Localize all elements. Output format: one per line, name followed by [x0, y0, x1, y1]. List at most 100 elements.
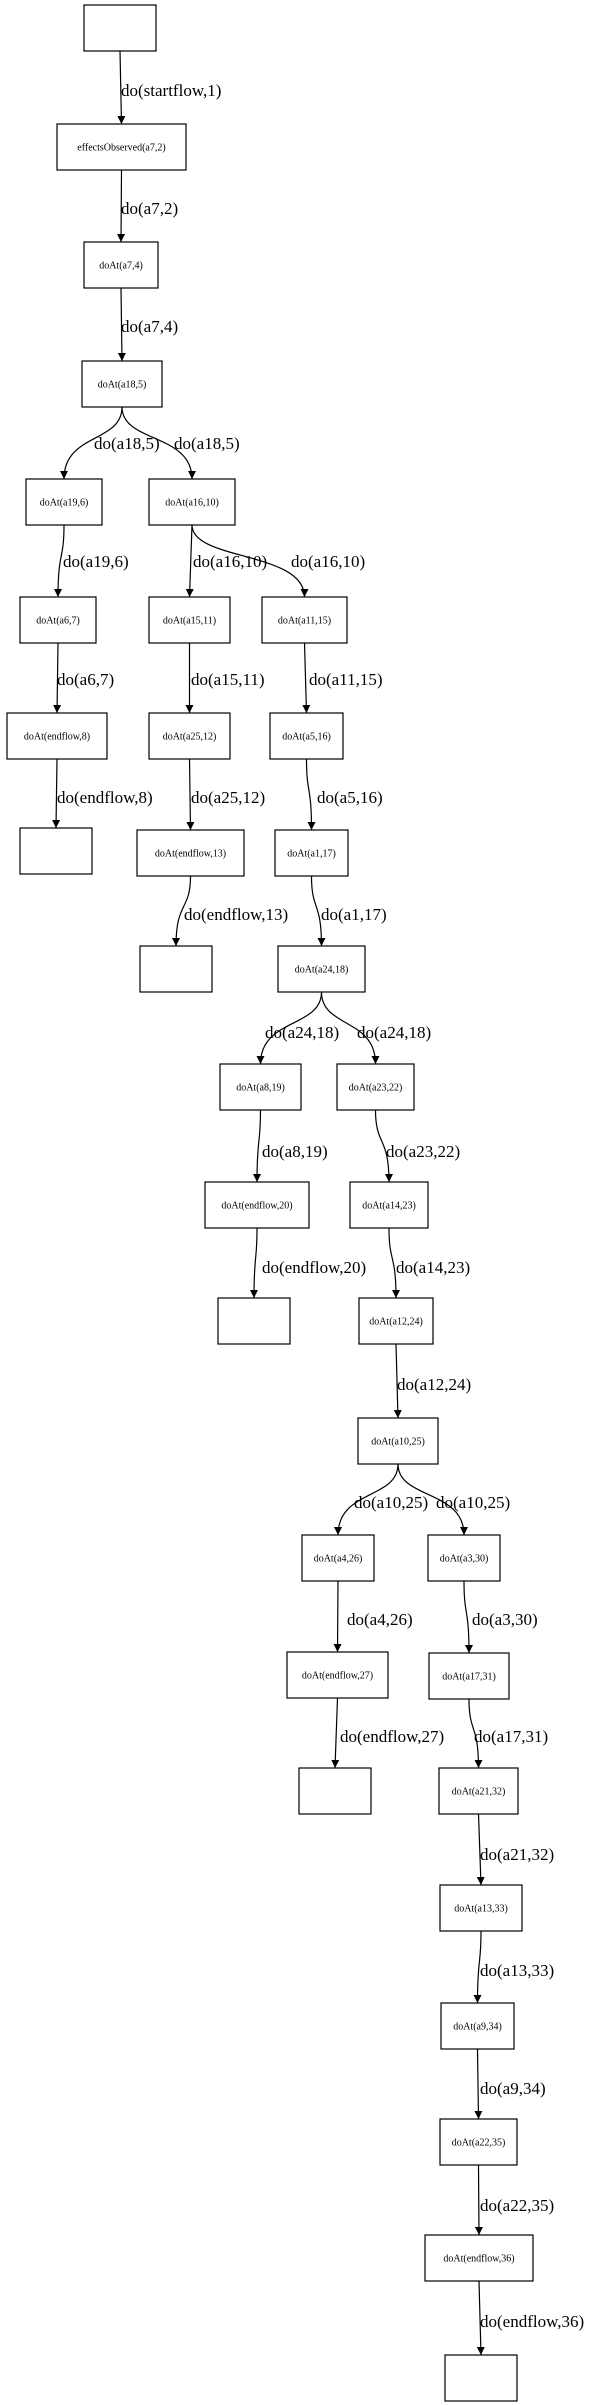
node-box — [349, 1181, 429, 1229]
action-node: doAt(a10,25) — [357, 1417, 439, 1465]
edge-label: do(a9,34) — [480, 2079, 546, 2098]
node-box — [19, 827, 93, 875]
node-box — [301, 1534, 375, 1582]
node-box — [440, 2002, 515, 2050]
edge-label: do(a7,2) — [121, 199, 178, 218]
terminal-node — [217, 1297, 291, 1345]
node-box — [83, 241, 159, 289]
node-box — [148, 596, 231, 644]
action-node: doAt(a4,26) — [301, 1534, 375, 1582]
edge-label: do(a10,25) — [436, 1493, 510, 1512]
edge-label: do(a4,26) — [347, 1610, 413, 1629]
edge-arrow — [333, 1580, 342, 1653]
terminal-node — [444, 2354, 518, 2402]
edge-arrow — [172, 875, 192, 947]
action-node: doAt(a24,18) — [277, 945, 366, 993]
terminal-node — [139, 945, 213, 993]
action-node: doAt(a13,33) — [439, 1884, 523, 1932]
terminal-node — [19, 827, 93, 875]
node-box — [286, 1651, 389, 1699]
action-node: doAt(a11,15) — [261, 596, 348, 644]
node-box — [6, 712, 108, 760]
action-node: doAt(a7,4) — [83, 241, 159, 289]
action-node: doAt(a9,34) — [440, 2002, 515, 2050]
edge-arrow — [476, 2280, 485, 2356]
edge-label: do(a1,17) — [321, 905, 387, 924]
edge-label: do(a19,6) — [63, 552, 129, 571]
node-box — [56, 123, 187, 171]
node-box — [336, 1063, 415, 1111]
action-node: doAt(endflow,8) — [6, 712, 108, 760]
node-label: doAt(a8,19) — [236, 1083, 285, 1094]
edge-arrow — [52, 758, 61, 829]
terminal-node — [83, 4, 157, 52]
edge-arrow — [253, 1109, 262, 1183]
edge-arrow — [320, 991, 380, 1065]
node-label: doAt(a19,6) — [40, 498, 89, 509]
node-box — [439, 2118, 518, 2166]
action-node: doAt(a6,7) — [19, 596, 97, 644]
node-label: doAt(a22,35) — [452, 2138, 506, 2149]
node-box — [438, 1767, 519, 1815]
action-node: doAt(a8,19) — [219, 1063, 302, 1111]
action-node: doAt(a15,11) — [148, 596, 231, 644]
node-label: doAt(a14,23) — [362, 1201, 416, 1212]
edge-arrow — [468, 1698, 483, 1769]
edge-arrow — [117, 287, 126, 362]
edge-arrow — [250, 1227, 259, 1299]
edge-arrow — [374, 1109, 393, 1183]
node-box — [217, 1297, 291, 1345]
edge-arrow — [186, 758, 195, 831]
edge-label: do(a22,35) — [480, 2196, 554, 2215]
edge-arrow — [473, 1930, 482, 2004]
node-box — [261, 596, 348, 644]
edge-label: do(a8,19) — [262, 1142, 328, 1161]
edge-arrow — [331, 1697, 340, 1769]
edge-label: do(a12,24) — [397, 1375, 471, 1394]
edge-label: do(endflow,13) — [184, 905, 288, 924]
node-box — [439, 1884, 523, 1932]
node-box — [277, 945, 366, 993]
node-label: doAt(a12,24) — [369, 1317, 423, 1328]
node-label: doAt(a13,33) — [454, 1904, 508, 1915]
node-box — [83, 4, 157, 52]
action-node: doAt(a14,23) — [349, 1181, 429, 1229]
edge-label: do(a18,5) — [174, 434, 240, 453]
action-node: doAt(a25,12) — [148, 712, 231, 760]
node-box — [428, 1652, 510, 1700]
edge-arrow — [256, 991, 323, 1065]
node-box — [274, 829, 349, 877]
edge-arrow — [476, 1813, 485, 1886]
node-label: effectsObserved(a7,2) — [77, 143, 165, 154]
action-node: doAt(endflow,36) — [424, 2234, 534, 2282]
edge-arrow — [54, 524, 65, 598]
edge-label: do(a25,12) — [191, 788, 265, 807]
terminal-node — [298, 1767, 372, 1815]
node-label: doAt(a17,31) — [442, 1672, 496, 1683]
edge-arrow — [117, 50, 126, 125]
node-label: doAt(a5,16) — [282, 732, 331, 743]
edge-label: do(a18,5) — [94, 434, 160, 453]
edge-label: do(a17,31) — [474, 1727, 548, 1746]
edge-label: do(a23,22) — [386, 1142, 460, 1161]
node-label: doAt(a9,34) — [453, 2022, 502, 2033]
node-box — [148, 712, 231, 760]
edge-arrow — [191, 524, 309, 598]
node-label: doAt(endflow,20) — [221, 1201, 292, 1212]
edge-label: do(a24,18) — [265, 1023, 339, 1042]
action-node: doAt(a23,22) — [336, 1063, 415, 1111]
node-box — [219, 1063, 302, 1111]
node-label: doAt(endflow,13) — [155, 849, 226, 860]
nodes: effectsObserved(a7,2)doAt(a7,4)doAt(a18,… — [6, 4, 534, 2402]
edge-label: do(a15,11) — [191, 670, 265, 689]
edge-label: do(a14,23) — [396, 1258, 470, 1277]
node-label: doAt(a16,10) — [165, 498, 219, 509]
node-box — [81, 360, 163, 408]
edge-label: do(a3,30) — [472, 1610, 538, 1629]
edge-label: do(endflow,36) — [480, 2312, 584, 2331]
edge-label: do(a6,7) — [57, 670, 114, 689]
node-label: doAt(a7,4) — [99, 261, 143, 272]
edge-label: do(endflow,20) — [262, 1258, 366, 1277]
action-node: doAt(a19,6) — [25, 478, 103, 526]
